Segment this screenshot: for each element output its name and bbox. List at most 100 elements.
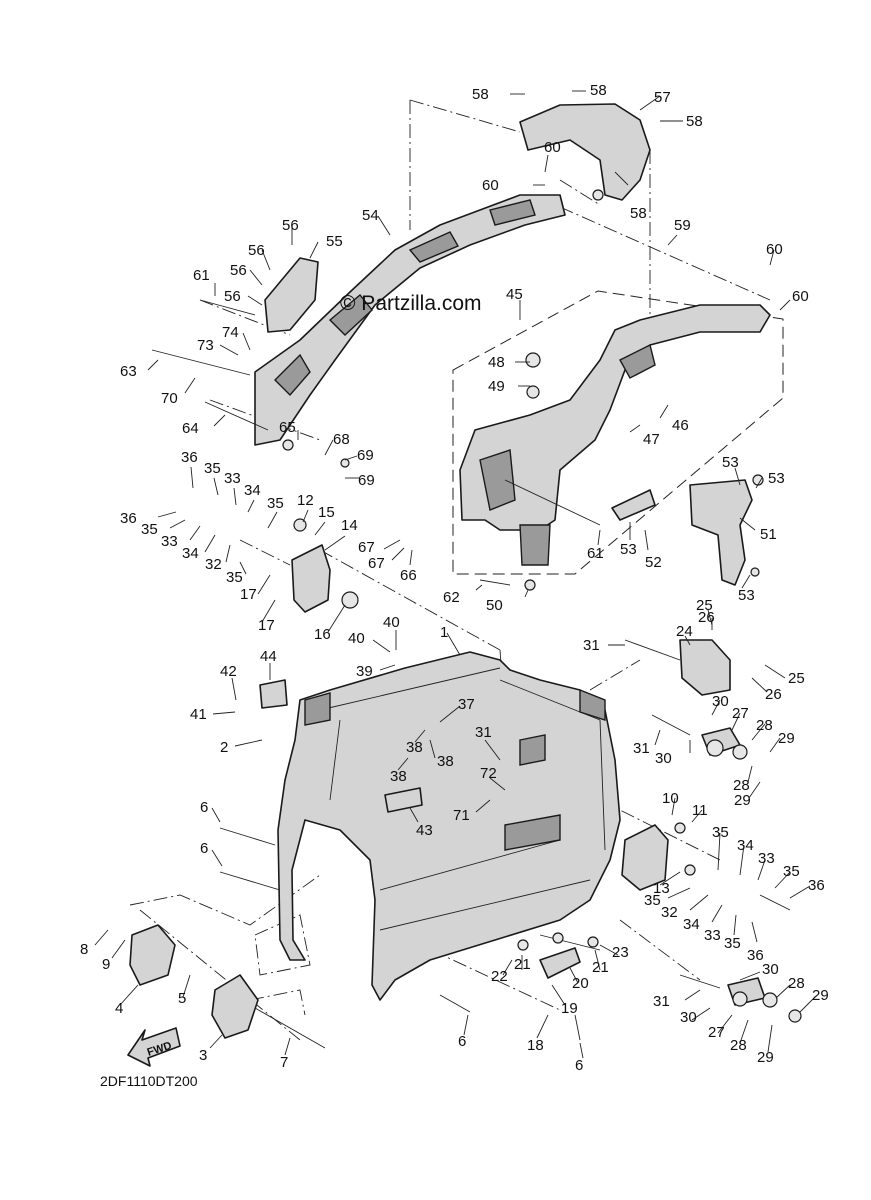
callout-8: 8 bbox=[80, 941, 88, 958]
callout-56-d: 56 bbox=[224, 288, 241, 305]
callout-28-a: 28 bbox=[756, 717, 773, 734]
callout-31-b: 31 bbox=[583, 637, 600, 654]
callout-50: 50 bbox=[486, 597, 503, 614]
callout-45: 45 bbox=[506, 286, 523, 303]
callout-30-a: 30 bbox=[712, 693, 729, 710]
callout-48: 48 bbox=[488, 354, 505, 371]
callout-leaders bbox=[94, 90, 817, 1059]
plate-51 bbox=[689, 479, 753, 586]
callout-72: 72 bbox=[480, 765, 497, 782]
callout-68: 68 bbox=[333, 431, 350, 448]
callout-58-b: 58 bbox=[590, 82, 607, 99]
callout-19: 19 bbox=[561, 1000, 578, 1017]
callout-46: 46 bbox=[672, 417, 689, 434]
callout-34-a: 34 bbox=[244, 482, 261, 499]
mount-bracket-14 bbox=[291, 544, 331, 613]
callout-27-b: 27 bbox=[708, 1024, 725, 1041]
callout-31-a: 31 bbox=[475, 724, 492, 741]
callout-55: 55 bbox=[326, 233, 343, 250]
callout-35-g: 35 bbox=[644, 892, 661, 909]
callout-67-b: 67 bbox=[368, 555, 385, 572]
callout-21-b: 21 bbox=[592, 959, 609, 976]
callout-33-b: 33 bbox=[161, 533, 178, 550]
callout-35-e: 35 bbox=[712, 824, 729, 841]
callout-38-b: 38 bbox=[390, 768, 407, 785]
callout-44: 44 bbox=[260, 648, 277, 665]
main-frame-45 bbox=[459, 304, 771, 566]
callout-56-b: 56 bbox=[248, 242, 265, 259]
watermark: © Partzilla.com bbox=[340, 292, 482, 315]
callout-15: 15 bbox=[318, 504, 335, 521]
callout-34-c: 34 bbox=[737, 837, 754, 854]
lower-frame-1 bbox=[277, 651, 621, 1001]
callout-71: 71 bbox=[453, 807, 470, 824]
callout-3: 3 bbox=[199, 1047, 207, 1064]
callout-42: 42 bbox=[220, 663, 237, 680]
side-cover-55 bbox=[264, 257, 319, 333]
bracket-24 bbox=[679, 639, 731, 696]
callout-37: 37 bbox=[458, 696, 475, 713]
callout-53-b: 53 bbox=[768, 470, 785, 487]
callout-17-b: 17 bbox=[258, 617, 275, 634]
callout-29-a: 29 bbox=[778, 730, 795, 747]
callout-69-a: 69 bbox=[357, 447, 374, 464]
callout-25-b: 25 bbox=[788, 670, 805, 687]
rear-bracket-57 bbox=[519, 103, 651, 201]
callout-1: 1 bbox=[440, 624, 448, 641]
callout-35-b: 35 bbox=[267, 495, 284, 512]
callout-11: 11 bbox=[692, 802, 708, 819]
bracket-52 bbox=[611, 489, 656, 521]
callout-30-d: 30 bbox=[680, 1009, 697, 1026]
callout-24: 24 bbox=[676, 623, 693, 640]
callout-6-b: 6 bbox=[200, 840, 208, 857]
callout-53-a: 53 bbox=[722, 454, 739, 471]
callout-26-a: 26 bbox=[698, 609, 715, 626]
callout-58-c: 58 bbox=[686, 113, 703, 130]
callout-28-d: 28 bbox=[730, 1037, 747, 1054]
callout-70: 70 bbox=[161, 390, 178, 407]
callout-9: 9 bbox=[102, 956, 110, 973]
callout-21-a: 21 bbox=[514, 956, 531, 973]
callout-74: 74 bbox=[222, 324, 239, 341]
callout-labels: 57 58 58 58 58 60 60 60 60 59 54 55 56 5… bbox=[80, 82, 829, 1074]
callout-30-c: 30 bbox=[762, 961, 779, 978]
callout-54: 54 bbox=[362, 207, 379, 224]
bracket-43 bbox=[384, 787, 423, 813]
callout-33-d: 33 bbox=[704, 927, 721, 944]
callout-53-c: 53 bbox=[620, 541, 637, 558]
rear-frame-54 bbox=[254, 194, 566, 446]
callout-25-a: 25 bbox=[696, 597, 713, 614]
callout-56-a: 56 bbox=[282, 217, 299, 234]
callout-28-c: 28 bbox=[788, 975, 805, 992]
callout-6-a: 6 bbox=[200, 799, 208, 816]
callout-13: 13 bbox=[653, 880, 670, 897]
callout-35-f: 35 bbox=[783, 863, 800, 880]
callout-36-d: 36 bbox=[747, 947, 764, 964]
fwd-arrow-icon: FWD bbox=[127, 1027, 181, 1067]
callout-6-c: 6 bbox=[458, 1033, 466, 1050]
callout-60-a: 60 bbox=[544, 139, 561, 156]
callout-35-a: 35 bbox=[204, 460, 221, 477]
diagram-code: 2DF1110DT200 bbox=[100, 1073, 198, 1089]
callout-29-b: 29 bbox=[734, 792, 751, 809]
stand-20 bbox=[539, 947, 581, 979]
callout-34-b: 34 bbox=[182, 545, 199, 562]
callout-66: 66 bbox=[400, 567, 417, 584]
callout-5: 5 bbox=[178, 990, 186, 1007]
callout-40-b: 40 bbox=[348, 630, 365, 647]
callout-6-d: 6 bbox=[575, 1057, 583, 1074]
callout-63: 63 bbox=[120, 363, 137, 380]
callout-32-b: 32 bbox=[661, 904, 678, 921]
callout-38-c: 38 bbox=[437, 753, 454, 770]
callout-34-d: 34 bbox=[683, 916, 700, 933]
callout-60-c: 60 bbox=[766, 241, 783, 258]
callout-16: 16 bbox=[314, 626, 331, 643]
callout-43: 43 bbox=[416, 822, 433, 839]
callout-27-a: 27 bbox=[732, 705, 749, 722]
callout-73: 73 bbox=[197, 337, 214, 354]
callout-33-a: 33 bbox=[224, 470, 241, 487]
callout-38-a: 38 bbox=[406, 739, 423, 756]
hardware bbox=[151, 189, 802, 1049]
callout-28-b: 28 bbox=[733, 777, 750, 794]
